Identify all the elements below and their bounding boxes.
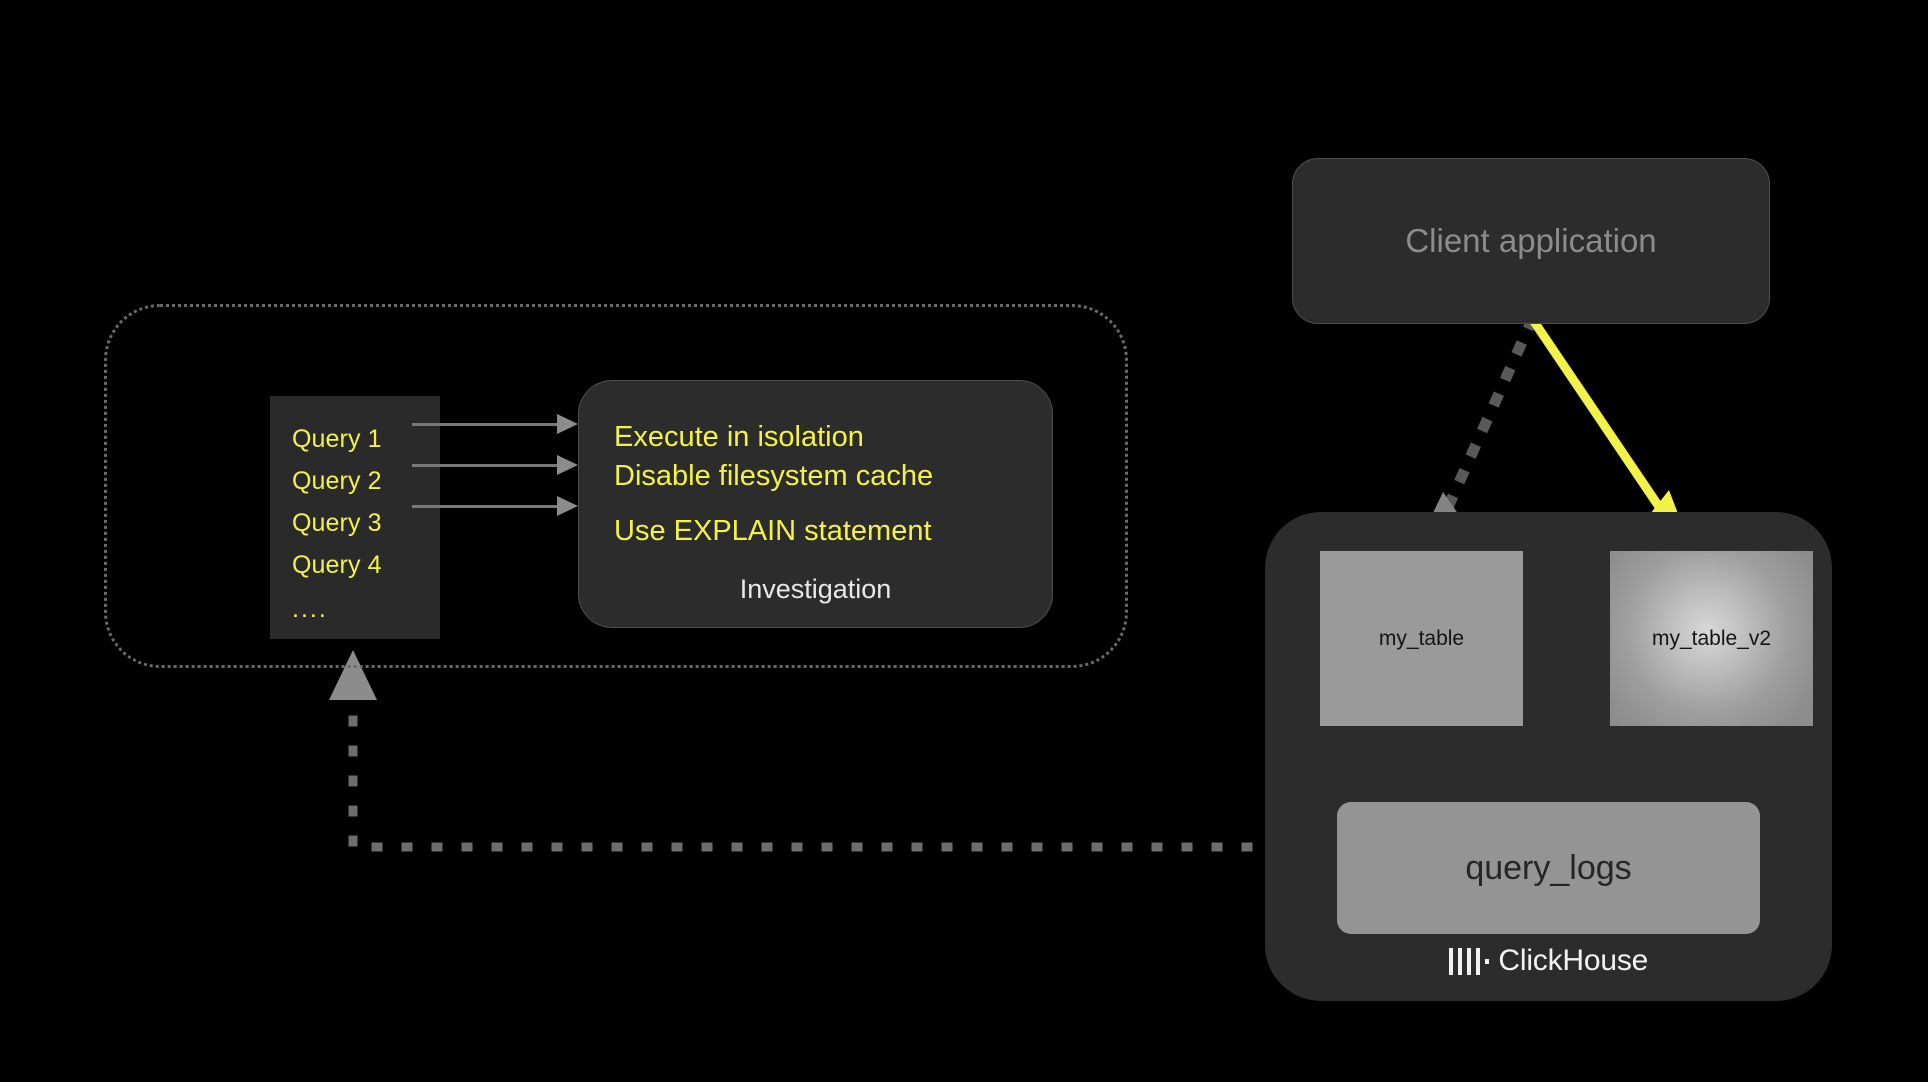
clickhouse-wordmark: ClickHouse xyxy=(1498,944,1649,977)
client-application-label: Client application xyxy=(1405,222,1657,259)
table-label: my_table_v2 xyxy=(1651,626,1772,650)
arrow-query-2-to-investigation xyxy=(412,455,578,475)
table-box-my-table: my_table xyxy=(1320,551,1523,726)
investigation-tip-list: Execute in isolation Disable filesystem … xyxy=(614,418,1036,551)
arrow-query-1-to-investigation xyxy=(412,414,578,434)
connector-query-logs-to-query-list xyxy=(329,650,1343,852)
table-box-my-table-v2: my_table_v2 xyxy=(1610,551,1813,726)
clickhouse-panel: my_table my_table_v2 query_logs ClickHou… xyxy=(1265,512,1832,1001)
clickhouse-bars-icon xyxy=(1448,947,1490,975)
list-item: Query 4 xyxy=(292,551,382,579)
table-box-query-logs: query_logs xyxy=(1337,802,1760,934)
investigation-tip: Disable filesystem cache xyxy=(614,460,934,492)
query-list-ellipsis: .... xyxy=(292,595,328,623)
connector-client-to-my-table xyxy=(1420,314,1539,540)
list-item: Query 2 xyxy=(292,467,382,495)
table-label: my_table xyxy=(1378,626,1465,650)
list-item: Query 1 xyxy=(292,425,382,453)
investigation-panel: Execute in isolation Disable filesystem … xyxy=(578,380,1053,628)
clickhouse-logo: ClickHouse xyxy=(1265,944,1832,978)
arrow-query-3-to-investigation xyxy=(412,496,578,516)
investigation-tip: Execute in isolation xyxy=(614,421,864,453)
query-list-box: Query 1 Query 2 Query 3 Query 4 .... xyxy=(270,396,440,639)
investigation-panel-caption: Investigation xyxy=(739,574,892,604)
investigation-tip: Use EXPLAIN statement xyxy=(614,515,932,547)
client-application-box: Client application xyxy=(1292,158,1770,324)
table-label: query_logs xyxy=(1465,848,1632,887)
investigation-group-boundary xyxy=(104,304,1128,668)
list-item: Query 3 xyxy=(292,509,382,537)
